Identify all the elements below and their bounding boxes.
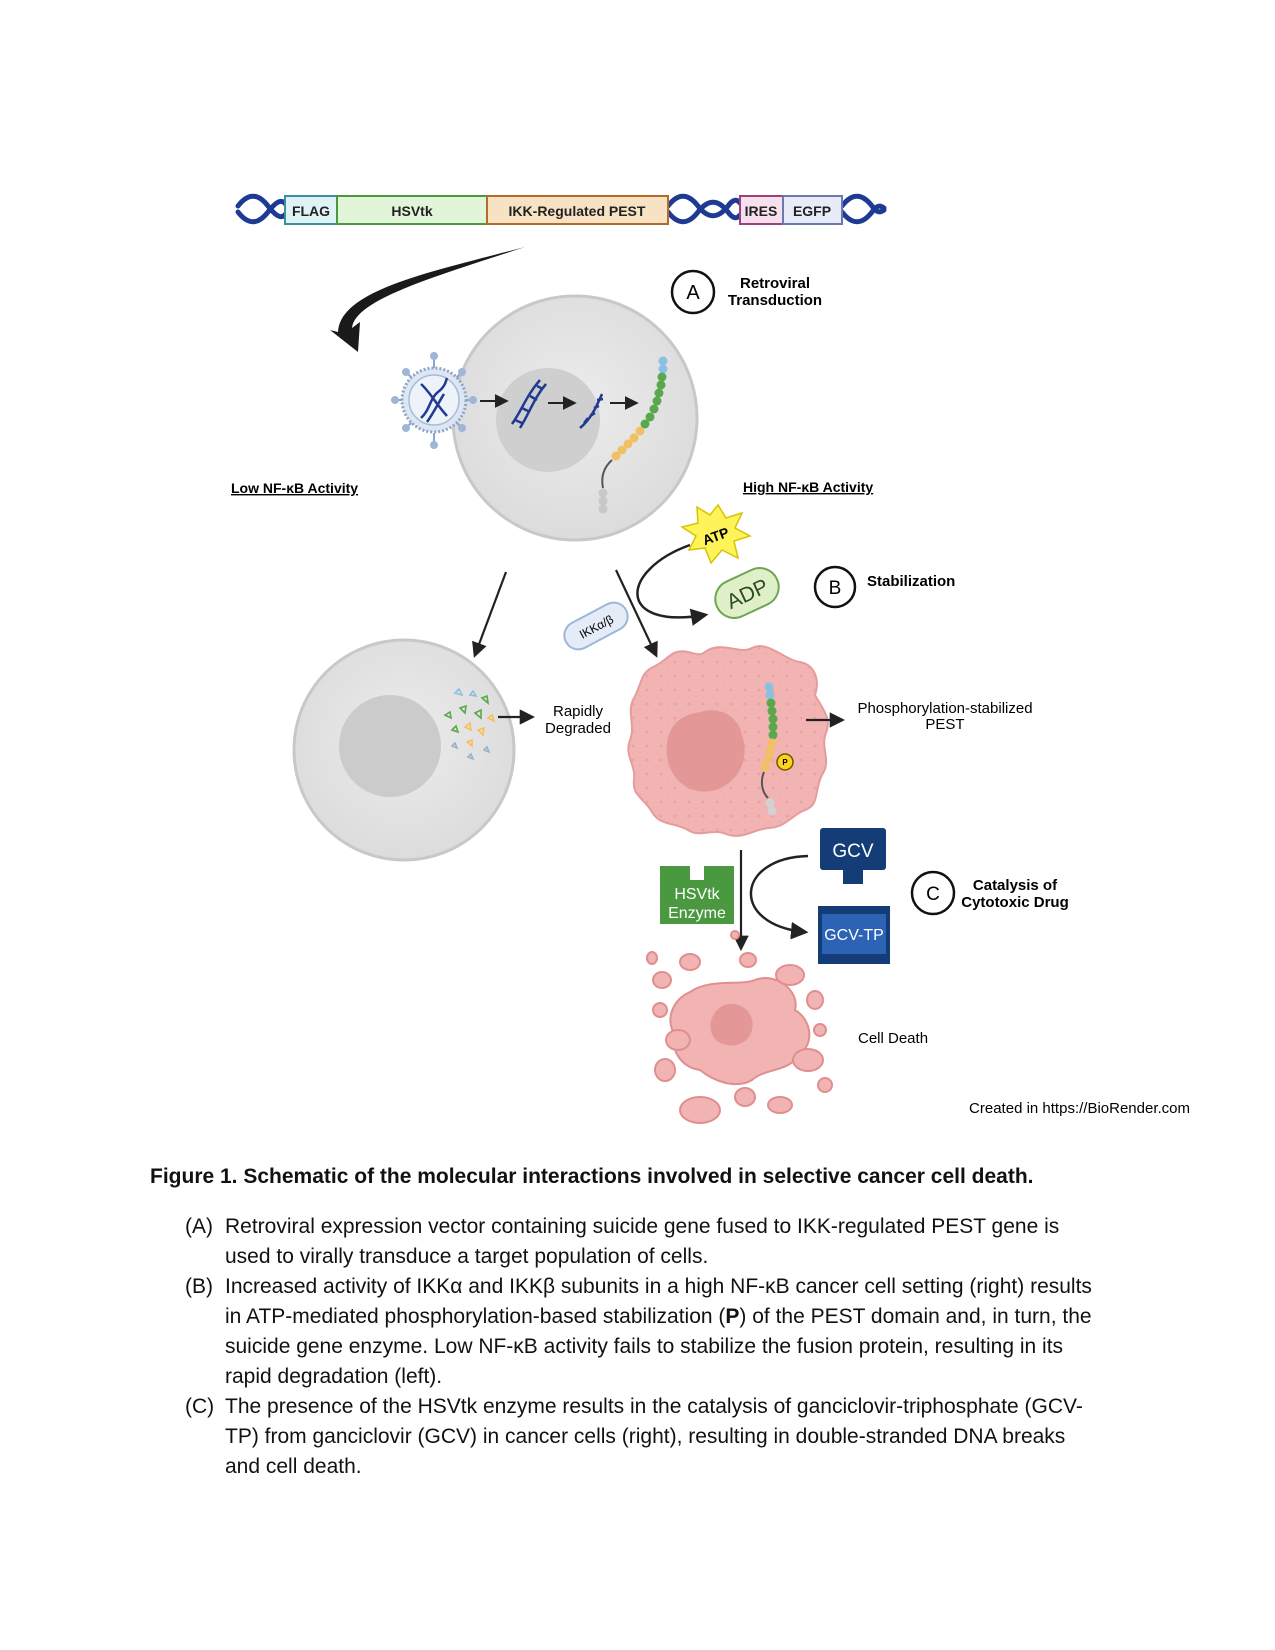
panel-b-marker: B xyxy=(813,565,857,609)
segment-flag-label: FLAG xyxy=(292,203,330,219)
phospho-label-line1: Phosphorylation-stabilized xyxy=(857,700,1032,717)
ikk-kinase-icon: IKKα/β xyxy=(563,601,629,651)
panel-a-letter: A xyxy=(686,282,700,304)
caption-item-b-label: (B) xyxy=(185,1275,213,1298)
caption-item-b: (B) Increased activity of IKKα and IKKβ … xyxy=(185,1272,1105,1392)
caption-item-b-text: Increased activity of IKKα and IKKβ subu… xyxy=(225,1275,1092,1328)
figure-caption-title: Figure 1. Schematic of the molecular int… xyxy=(150,1165,1034,1188)
adp-icon: ADP xyxy=(714,567,780,619)
cell-death-label: Cell Death xyxy=(858,1030,928,1047)
caption-item-c-text: The presence of the HSVtk enzyme results… xyxy=(225,1395,1083,1478)
segment-ires-label: IRES xyxy=(745,203,778,219)
panel-c-letter: C xyxy=(926,884,940,905)
biorender-credit: Created in https://BioRender.com xyxy=(969,1100,1190,1117)
segment-egfp-label: EGFP xyxy=(793,203,831,219)
segment-hsvtk xyxy=(336,195,488,225)
rapidly-degraded-line2: Degraded xyxy=(545,720,611,737)
figure-caption-list: (A) Retroviral expression vector contain… xyxy=(185,1212,1105,1482)
segment-pest xyxy=(486,195,669,225)
dna-helix-right-icon xyxy=(839,193,887,225)
hsvtk-enzyme-line2: Enzyme xyxy=(668,905,726,922)
segment-egfp xyxy=(782,195,843,225)
phosphate-marker-icon: P xyxy=(776,753,794,771)
dna-construct: FLAG HSVtk IKK-Regulated PEST IRES EGFP xyxy=(235,193,887,225)
cancer-cell xyxy=(627,645,829,837)
normal-cell xyxy=(292,638,516,862)
panel-a-marker: A xyxy=(670,269,716,315)
caption-item-a-label: (A) xyxy=(185,1215,213,1238)
atp-icon: ATP xyxy=(680,503,752,565)
segment-pest-label: IKK-Regulated PEST xyxy=(509,203,646,219)
phospho-label-line2: PEST xyxy=(925,716,964,733)
panel-c-title-line1: Catalysis of xyxy=(973,877,1058,894)
panel-c-title-line2: Cytotoxic Drug xyxy=(961,894,1069,911)
schematic-figure: FLAG HSVtk IKK-Regulated PEST IRES EGFP … xyxy=(231,193,1190,1124)
caption-item-a-text: Retroviral expression vector containing … xyxy=(225,1215,1060,1268)
caption-item-b-text-after: ) of the PEST domain and, in turn, the s… xyxy=(225,1305,1092,1388)
dsdna-icon xyxy=(510,379,547,429)
panel-b-title: Stabilization xyxy=(867,573,955,590)
apoptotic-cell-icon xyxy=(646,930,833,1124)
panel-a-title-line2: Transduction xyxy=(728,292,822,309)
atp-to-adp-curve xyxy=(636,543,709,626)
panel-c-marker: C xyxy=(910,870,956,916)
rapidly-degraded-line1: Rapidly xyxy=(553,703,604,720)
stabilized-protein-icon xyxy=(760,682,778,816)
segment-flag xyxy=(284,195,338,225)
low-nfkb-label: Low NF-κB Activity xyxy=(231,480,358,496)
transduction-curved-arrow xyxy=(330,247,525,352)
fusion-protein-icon xyxy=(598,356,668,514)
ssdna-icon xyxy=(579,393,604,429)
gcv-icon: GCV xyxy=(820,828,886,884)
gcv-label: GCV xyxy=(832,841,874,862)
virus-icon xyxy=(391,352,477,449)
caption-item-b-bold-p: P xyxy=(725,1305,740,1328)
gcv-to-gcvtp-curve xyxy=(749,854,809,940)
gcvtp-icon: GCV-TP xyxy=(818,906,890,964)
gcvtp-label: GCV-TP xyxy=(824,927,884,944)
caption-item-a: (A) Retroviral expression vector contain… xyxy=(185,1212,1105,1272)
panel-a-title-line1: Retroviral xyxy=(740,275,810,292)
hsvtk-enzyme-icon: HSVtk Enzyme xyxy=(660,866,734,924)
dna-helix-left-icon xyxy=(235,193,290,225)
arrow-to-normal-cell xyxy=(472,571,508,658)
panel-b-letter: B xyxy=(829,578,842,599)
degraded-fragments-icon xyxy=(443,687,496,761)
segment-hsvtk-label: HSVtk xyxy=(391,203,432,219)
caption-item-c-label: (C) xyxy=(185,1395,215,1418)
phosphate-marker-label: P xyxy=(782,758,788,767)
arrow-to-cancer-cell xyxy=(615,569,658,658)
caption-item-c: (C) The presence of the HSVtk enzyme res… xyxy=(185,1392,1105,1482)
high-nfkb-label: High NF-κB Activity xyxy=(743,479,873,495)
dna-helix-middle-icon xyxy=(665,193,743,225)
hsvtk-enzyme-line1: HSVtk xyxy=(674,886,720,903)
transduced-cell xyxy=(451,294,699,542)
